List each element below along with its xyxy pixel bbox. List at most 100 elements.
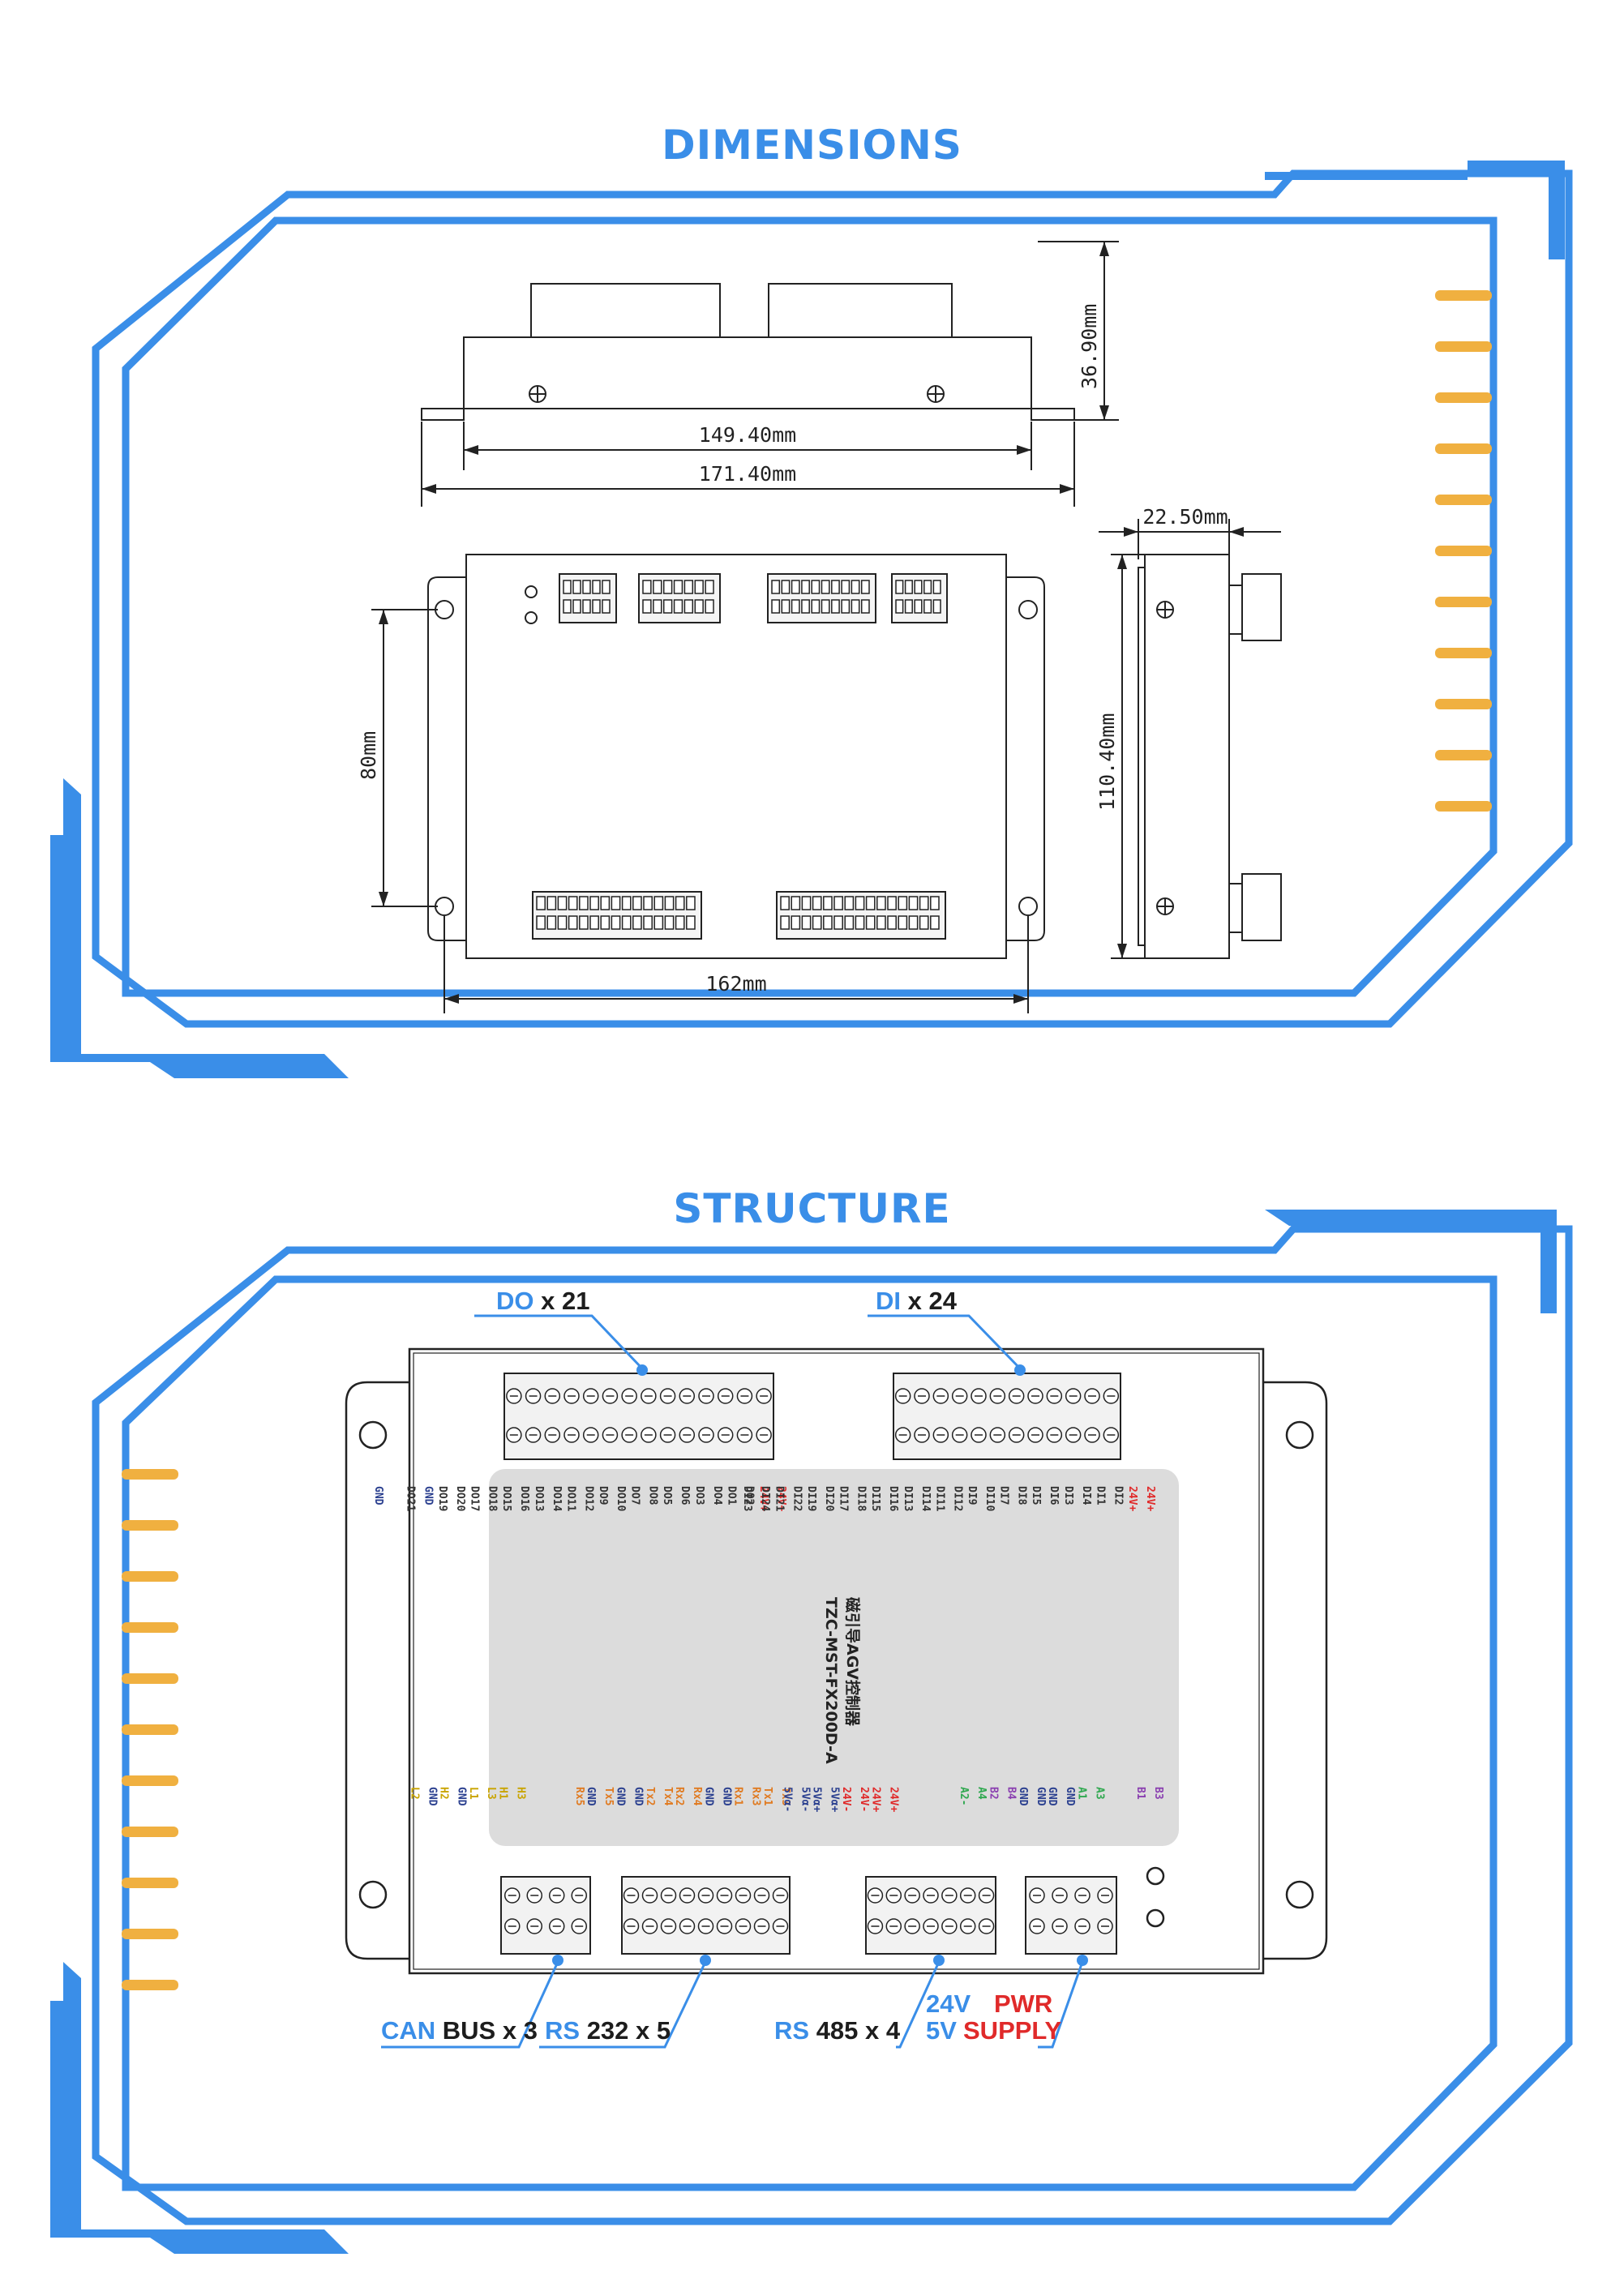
side-view-arrows	[1117, 527, 1244, 958]
terminal-pin	[675, 896, 685, 910]
pin-label: Rx5	[573, 1787, 585, 1805]
side-view	[1099, 519, 1282, 959]
terminal-pin	[611, 915, 621, 930]
dim-bottom-width-label: 162mm	[705, 972, 766, 996]
mount-holes	[358, 1420, 1314, 1928]
front-view-arrows	[422, 242, 1109, 494]
terminal-pin	[844, 896, 855, 910]
pin-label: DO19	[436, 1486, 448, 1511]
terminal-pin	[887, 915, 897, 930]
terminal-pin	[904, 580, 913, 594]
dim-side-length-label: 110.40mm	[1095, 713, 1119, 811]
dimensions-frame	[92, 169, 1573, 1028]
dim-inner-width-label: 149.40mm	[699, 423, 796, 447]
pin-label: L2	[408, 1787, 420, 1800]
terminal-pin	[780, 896, 790, 910]
terminal-pin	[860, 580, 870, 594]
pin-label: DI19	[805, 1486, 817, 1511]
pin-label: L1	[467, 1787, 479, 1800]
pin-label: DO1	[725, 1486, 737, 1505]
pin-label: H3	[514, 1787, 526, 1800]
pin-label: Rx1	[732, 1787, 744, 1806]
pin-label: DO8	[647, 1486, 659, 1505]
pin-label: DI9	[966, 1486, 978, 1505]
terminal-pin	[895, 599, 904, 614]
pin-label: 24V+	[887, 1787, 899, 1812]
pin-label: DI8	[1016, 1486, 1028, 1505]
pin-label: DI5	[1030, 1486, 1042, 1505]
pin-label: Tx3	[779, 1787, 791, 1805]
terminal-pin	[930, 896, 940, 910]
terminal-pin	[611, 896, 621, 910]
terminal-pin	[821, 580, 830, 594]
pin-label: GND	[720, 1787, 732, 1806]
terminal-pin	[686, 896, 696, 910]
pin-label: DO15	[500, 1486, 512, 1511]
terminal-pin	[876, 915, 886, 930]
terminal-pin	[653, 599, 662, 614]
terminal-pin	[908, 915, 919, 930]
callout-can-bus: CAN BUS x 3	[381, 2016, 538, 2045]
terminal-pin	[844, 915, 855, 930]
terminal-pin	[579, 896, 589, 910]
pin-label: DO4	[711, 1486, 723, 1505]
terminal-pin	[683, 599, 694, 614]
pin-label: DI4	[1080, 1486, 1092, 1505]
terminal-pin	[932, 580, 941, 594]
terminal-pin	[675, 915, 685, 930]
pin-label: DO3	[693, 1486, 705, 1505]
pin-label: DO10	[615, 1486, 627, 1511]
pin-label: A1	[1075, 1787, 1087, 1800]
terminal-pin	[898, 915, 908, 930]
terminal-pin	[568, 896, 578, 910]
pin-label: DO14	[551, 1486, 563, 1511]
pin-label: GND	[632, 1787, 645, 1806]
pin-label: DI21	[773, 1486, 785, 1511]
terminal-pin	[791, 599, 800, 614]
pin-label: GND	[426, 1787, 438, 1806]
terminal-pin	[662, 599, 673, 614]
terminal-pin	[572, 580, 581, 594]
pin-label: L3	[485, 1787, 497, 1800]
pin-labels: 24V+DO2DO4DO6DO8DO10DO12DO14DO16DO18DO20…	[372, 1486, 1164, 1812]
terminal-pin	[568, 915, 578, 930]
terminal-pin	[673, 580, 683, 594]
terminal-pin	[563, 580, 572, 594]
terminal-pin	[771, 580, 781, 594]
dimensions-corner-accents	[50, 161, 1565, 1078]
pin-label: DO7	[629, 1486, 641, 1505]
terminal-pin	[602, 599, 611, 614]
terminal-pin	[557, 896, 568, 910]
top-view-arrows	[379, 610, 1028, 1004]
pin-label: DI1	[1094, 1486, 1106, 1505]
terminal-pin	[621, 896, 632, 910]
pin-label: DO6	[679, 1486, 691, 1505]
pin-label: DI11	[933, 1486, 945, 1511]
pin-label: A3	[1093, 1787, 1105, 1800]
terminal-pin	[653, 896, 664, 910]
pin-label: DI24	[759, 1486, 771, 1511]
callout-di: DI x 24	[876, 1287, 958, 1315]
terminal-pin	[812, 915, 822, 930]
pin-label: DI15	[869, 1486, 881, 1511]
terminal-pin	[589, 915, 599, 930]
terminal-pin	[904, 599, 913, 614]
terminal-pin	[919, 896, 929, 910]
pin-label: 5Vα+	[829, 1787, 841, 1812]
pin-label: Tx2	[644, 1787, 656, 1805]
callout-do: DO x 21	[496, 1287, 589, 1315]
pin-label: DI13	[902, 1486, 914, 1511]
terminal-pin	[686, 915, 696, 930]
terminal-pin	[855, 896, 865, 910]
terminal-pin	[694, 580, 704, 594]
pin-label: 24V-	[840, 1787, 852, 1812]
callout-lines	[381, 1314, 1084, 2049]
terminal-pin	[821, 599, 830, 614]
terminal-pin	[801, 580, 810, 594]
terminal-pin	[923, 599, 932, 614]
pin-label: DI20	[823, 1486, 835, 1511]
top-connectors	[503, 1373, 1121, 1460]
pin-label: DO16	[518, 1486, 530, 1511]
terminal-pin	[823, 915, 833, 930]
terminal-pin	[563, 599, 572, 614]
